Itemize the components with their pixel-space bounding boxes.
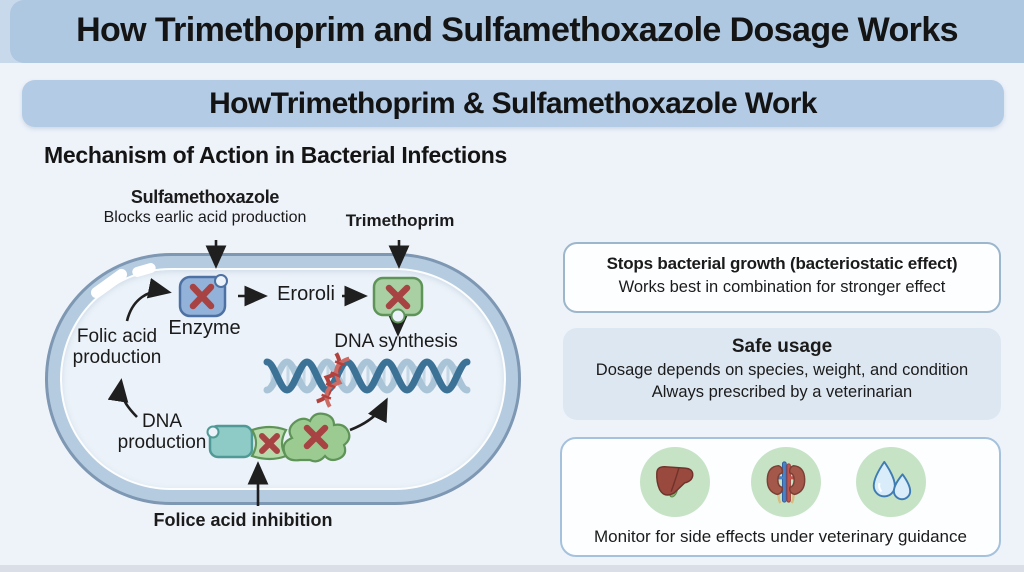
- folic-acid-inhibition-label: Folice acid inhibition: [153, 510, 333, 530]
- arrow-blocked-complex-to-dna: [349, 397, 388, 432]
- arrow-folic-acid-to-enzyme: [125, 277, 172, 322]
- card-body: Monitor for side effects under veterinar…: [594, 527, 967, 546]
- dna-synthesis-label: DNA synthesis: [334, 331, 458, 352]
- card-title: Safe usage: [731, 336, 833, 357]
- sulfamethoxazole-subtitle: Blocks earlic acid production: [103, 209, 307, 226]
- trimethoprim-blocked-enzyme-icon: [372, 276, 424, 324]
- folic-acid-production-label: Folic acid production: [72, 326, 162, 369]
- subheader-title: HowTrimethoprim & Sulfamethoxazole Work: [209, 87, 817, 120]
- sulfamethoxazole-title: Sulfamethoxazole: [130, 187, 280, 207]
- substrate-teal-icon: [208, 424, 254, 459]
- card-body-line1: Dosage depends on species, weight, and c…: [595, 361, 969, 379]
- water-drops-icon: [856, 447, 926, 517]
- card-body-line2: Always prescribed by a veterinarian: [651, 383, 913, 401]
- card-title: Stops bacterial growth (bacteriostatic e…: [606, 254, 958, 273]
- mechanism-diagram: [107, 240, 471, 506]
- folic-acid-inhibition-complex: [206, 412, 351, 463]
- card-body: Works best in combination for stronger e…: [618, 278, 946, 296]
- card-side-effects: Monitor for side effects under veterinar…: [560, 437, 1001, 557]
- section-title: Mechanism of Action in Bacterial Infecti…: [44, 142, 507, 168]
- dna-helix: [263, 352, 471, 408]
- dna-production-label: DNA production: [117, 411, 207, 454]
- header-banner: How Trimethoprim and Sulfamethoxazole Do…: [0, 0, 1024, 63]
- bottom-edge: [0, 565, 1024, 572]
- page-title: How Trimethoprim and Sulfamethoxazole Do…: [76, 11, 958, 49]
- enzyme-blocked-icon: [178, 274, 228, 318]
- subheader-banner: HowTrimethoprim & Sulfamethoxazole Work: [22, 80, 1004, 127]
- block-x-icon: [303, 424, 329, 450]
- card-bacteriostatic-effect: Stops bacterial growth (bacteriostatic e…: [563, 242, 1001, 313]
- block-x-icon: [259, 433, 280, 454]
- block-x-icon: [189, 283, 215, 310]
- enzyme-label: Enzyme: [168, 317, 241, 339]
- trimethoprim-label: Trimethoprim: [345, 211, 455, 230]
- eroroli-label: Eroroli: [277, 283, 335, 305]
- card-safe-usage: Safe usage Dosage depends on species, we…: [563, 328, 1001, 420]
- damaged-dna-segment: [316, 352, 350, 408]
- kidneys-icon: [751, 447, 821, 517]
- header-banner-inner: How Trimethoprim and Sulfamethoxazole Do…: [10, 0, 1024, 63]
- block-x-icon: [385, 284, 411, 310]
- sulfamethoxazole-label: Sulfamethoxazole Blocks earlic acid prod…: [70, 187, 340, 227]
- liver-icon: [640, 447, 710, 517]
- arrow-dna-production-to-folic-acid: [107, 378, 138, 418]
